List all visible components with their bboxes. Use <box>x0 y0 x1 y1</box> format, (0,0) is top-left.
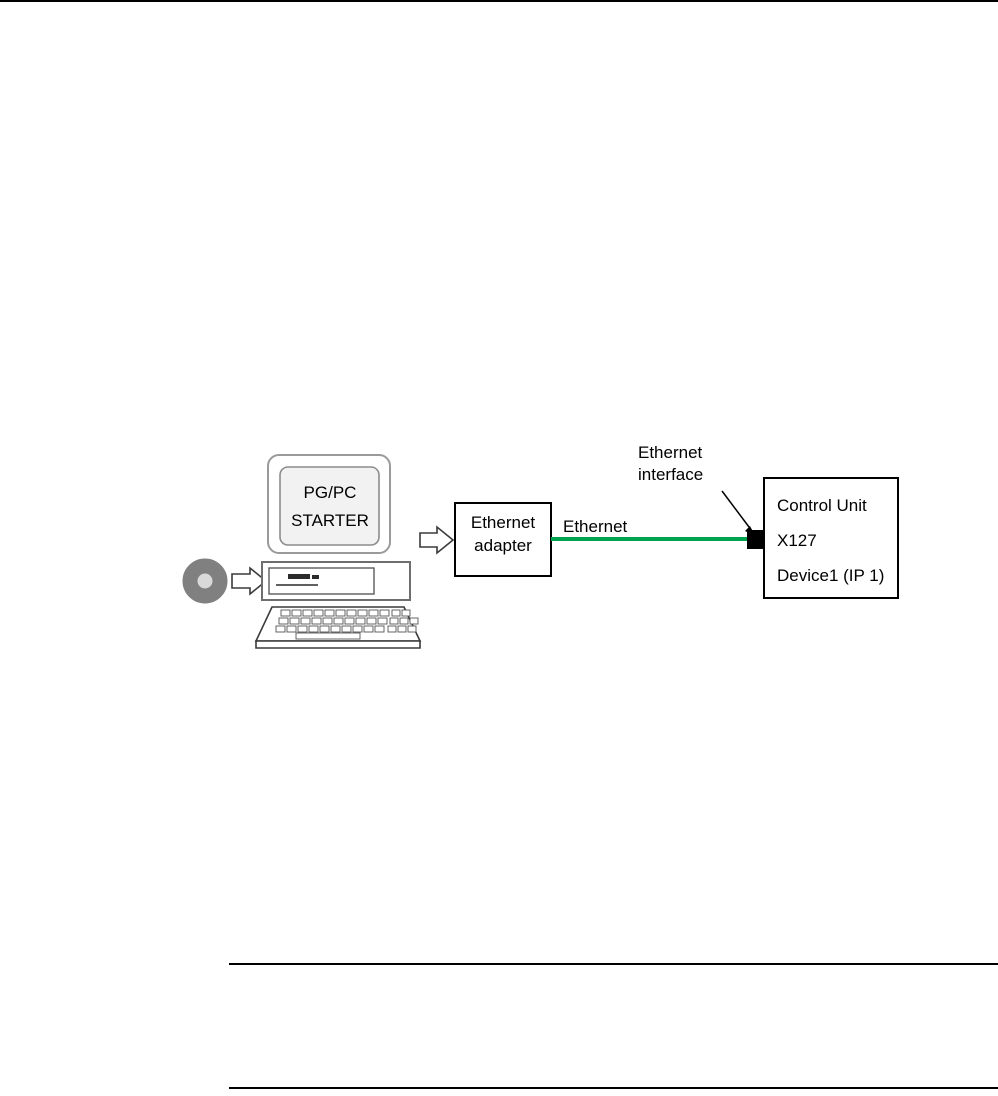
control-unit-box <box>763 477 899 599</box>
installation-cd-icon <box>182 558 228 604</box>
drive-led <box>312 575 319 579</box>
pc-case-panel <box>268 567 375 595</box>
control-unit-line3: Device1 (IP 1) <box>777 566 884 585</box>
pg-pc-workstation <box>254 454 422 649</box>
interface-callout-line1: Ethernet <box>638 443 703 462</box>
pc-to-adapter-arrow <box>419 525 455 555</box>
page-top-rule <box>0 0 998 2</box>
cd-to-pc-arrow <box>231 566 268 596</box>
control-unit-line1: Control Unit <box>777 496 867 515</box>
interface-callout-arrowhead <box>745 526 755 536</box>
ethernet-connector-block <box>747 530 766 549</box>
monitor-screen <box>279 466 380 546</box>
footer-rule-bottom <box>229 1087 998 1089</box>
control-unit-line2: X127 <box>777 531 817 550</box>
footer-rule-top <box>229 963 998 965</box>
ethernet-cable-label: Ethernet <box>563 517 628 536</box>
interface-callout-line2: interface <box>638 465 703 484</box>
adapter-label-line2: adapter <box>474 536 532 555</box>
adapter-label-line1: Ethernet <box>471 513 536 532</box>
keyboard <box>254 606 422 649</box>
pc-screen-line1: PG/PC <box>304 483 357 502</box>
drive-slot <box>288 574 310 579</box>
pc-screen-line2: STARTER <box>291 511 369 530</box>
